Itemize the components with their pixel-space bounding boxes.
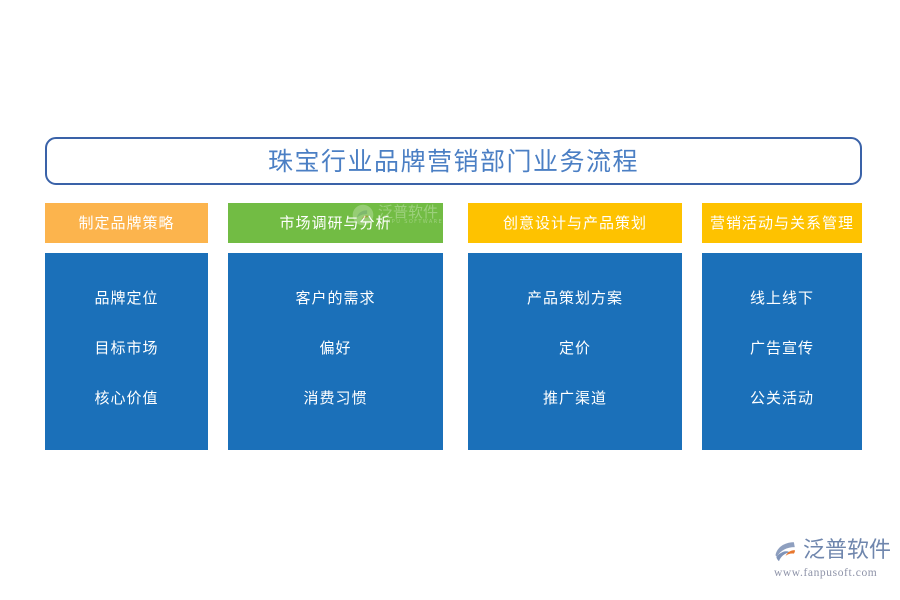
- flow-item[interactable]: 客户的需求: [228, 273, 443, 323]
- flow-item-label: 推广渠道: [542, 389, 607, 408]
- flow-item-label: 品牌定位: [94, 288, 159, 307]
- flow-item[interactable]: 线上线下: [702, 273, 862, 323]
- column-header-label: 制定品牌策略: [78, 213, 175, 232]
- column-body-1: 品牌定位 目标市场 核心价值: [45, 253, 208, 450]
- flow-item-label: 消费习惯: [303, 389, 368, 408]
- column-header-label: 创意设计与产品策划: [502, 213, 647, 232]
- flow-item[interactable]: 目标市场: [45, 323, 208, 373]
- column-header-label: 市场调研与分析: [279, 213, 392, 232]
- brand-name: 泛普软件: [803, 538, 892, 563]
- brand-logo: 泛普软件 www.fanpusoft.com: [772, 536, 891, 584]
- column-header-label: 营销活动与关系管理: [709, 213, 854, 232]
- flow-item[interactable]: 推广渠道: [468, 374, 682, 424]
- flow-item-label: 产品策划方案: [526, 288, 623, 307]
- page-title: 珠宝行业品牌营销部门业务流程: [267, 146, 639, 176]
- column-body-4: 线上线下 广告宣传 公关活动: [702, 253, 862, 450]
- fanpu-logo-icon: [775, 542, 795, 562]
- flow-item-label: 偏好: [319, 338, 352, 357]
- column-body-2: 客户的需求 偏好 消费习惯: [228, 253, 443, 450]
- flow-item-label: 线上线下: [749, 288, 814, 307]
- flow-item-label: 广告宣传: [749, 338, 814, 357]
- column-header-4[interactable]: 营销活动与关系管理: [702, 203, 862, 243]
- chart-title-box: 珠宝行业品牌营销部门业务流程: [45, 137, 862, 185]
- brand-logo-row: 泛普软件: [772, 536, 891, 566]
- column-header-2[interactable]: 市场调研与分析: [228, 203, 443, 243]
- flow-item-label: 公关活动: [749, 389, 814, 408]
- flow-item[interactable]: 偏好: [228, 323, 443, 373]
- column-header-3[interactable]: 创意设计与产品策划: [468, 203, 682, 243]
- flow-item[interactable]: 消费习惯: [228, 374, 443, 424]
- brand-url: www.fanpusoft.com: [774, 567, 878, 579]
- column-header-1[interactable]: 制定品牌策略: [45, 203, 208, 243]
- flow-item-label: 核心价值: [94, 389, 159, 408]
- flow-item[interactable]: 品牌定位: [45, 273, 208, 323]
- flow-item[interactable]: 产品策划方案: [468, 273, 682, 323]
- flow-item-label: 定价: [558, 338, 591, 357]
- flow-item-label: 客户的需求: [295, 288, 376, 307]
- flow-item-label: 目标市场: [94, 338, 159, 357]
- flow-item[interactable]: 广告宣传: [702, 323, 862, 373]
- flow-item[interactable]: 定价: [468, 323, 682, 373]
- flow-item[interactable]: 公关活动: [702, 374, 862, 424]
- flow-item[interactable]: 核心价值: [45, 374, 208, 424]
- column-body-3: 产品策划方案 定价 推广渠道: [468, 253, 682, 450]
